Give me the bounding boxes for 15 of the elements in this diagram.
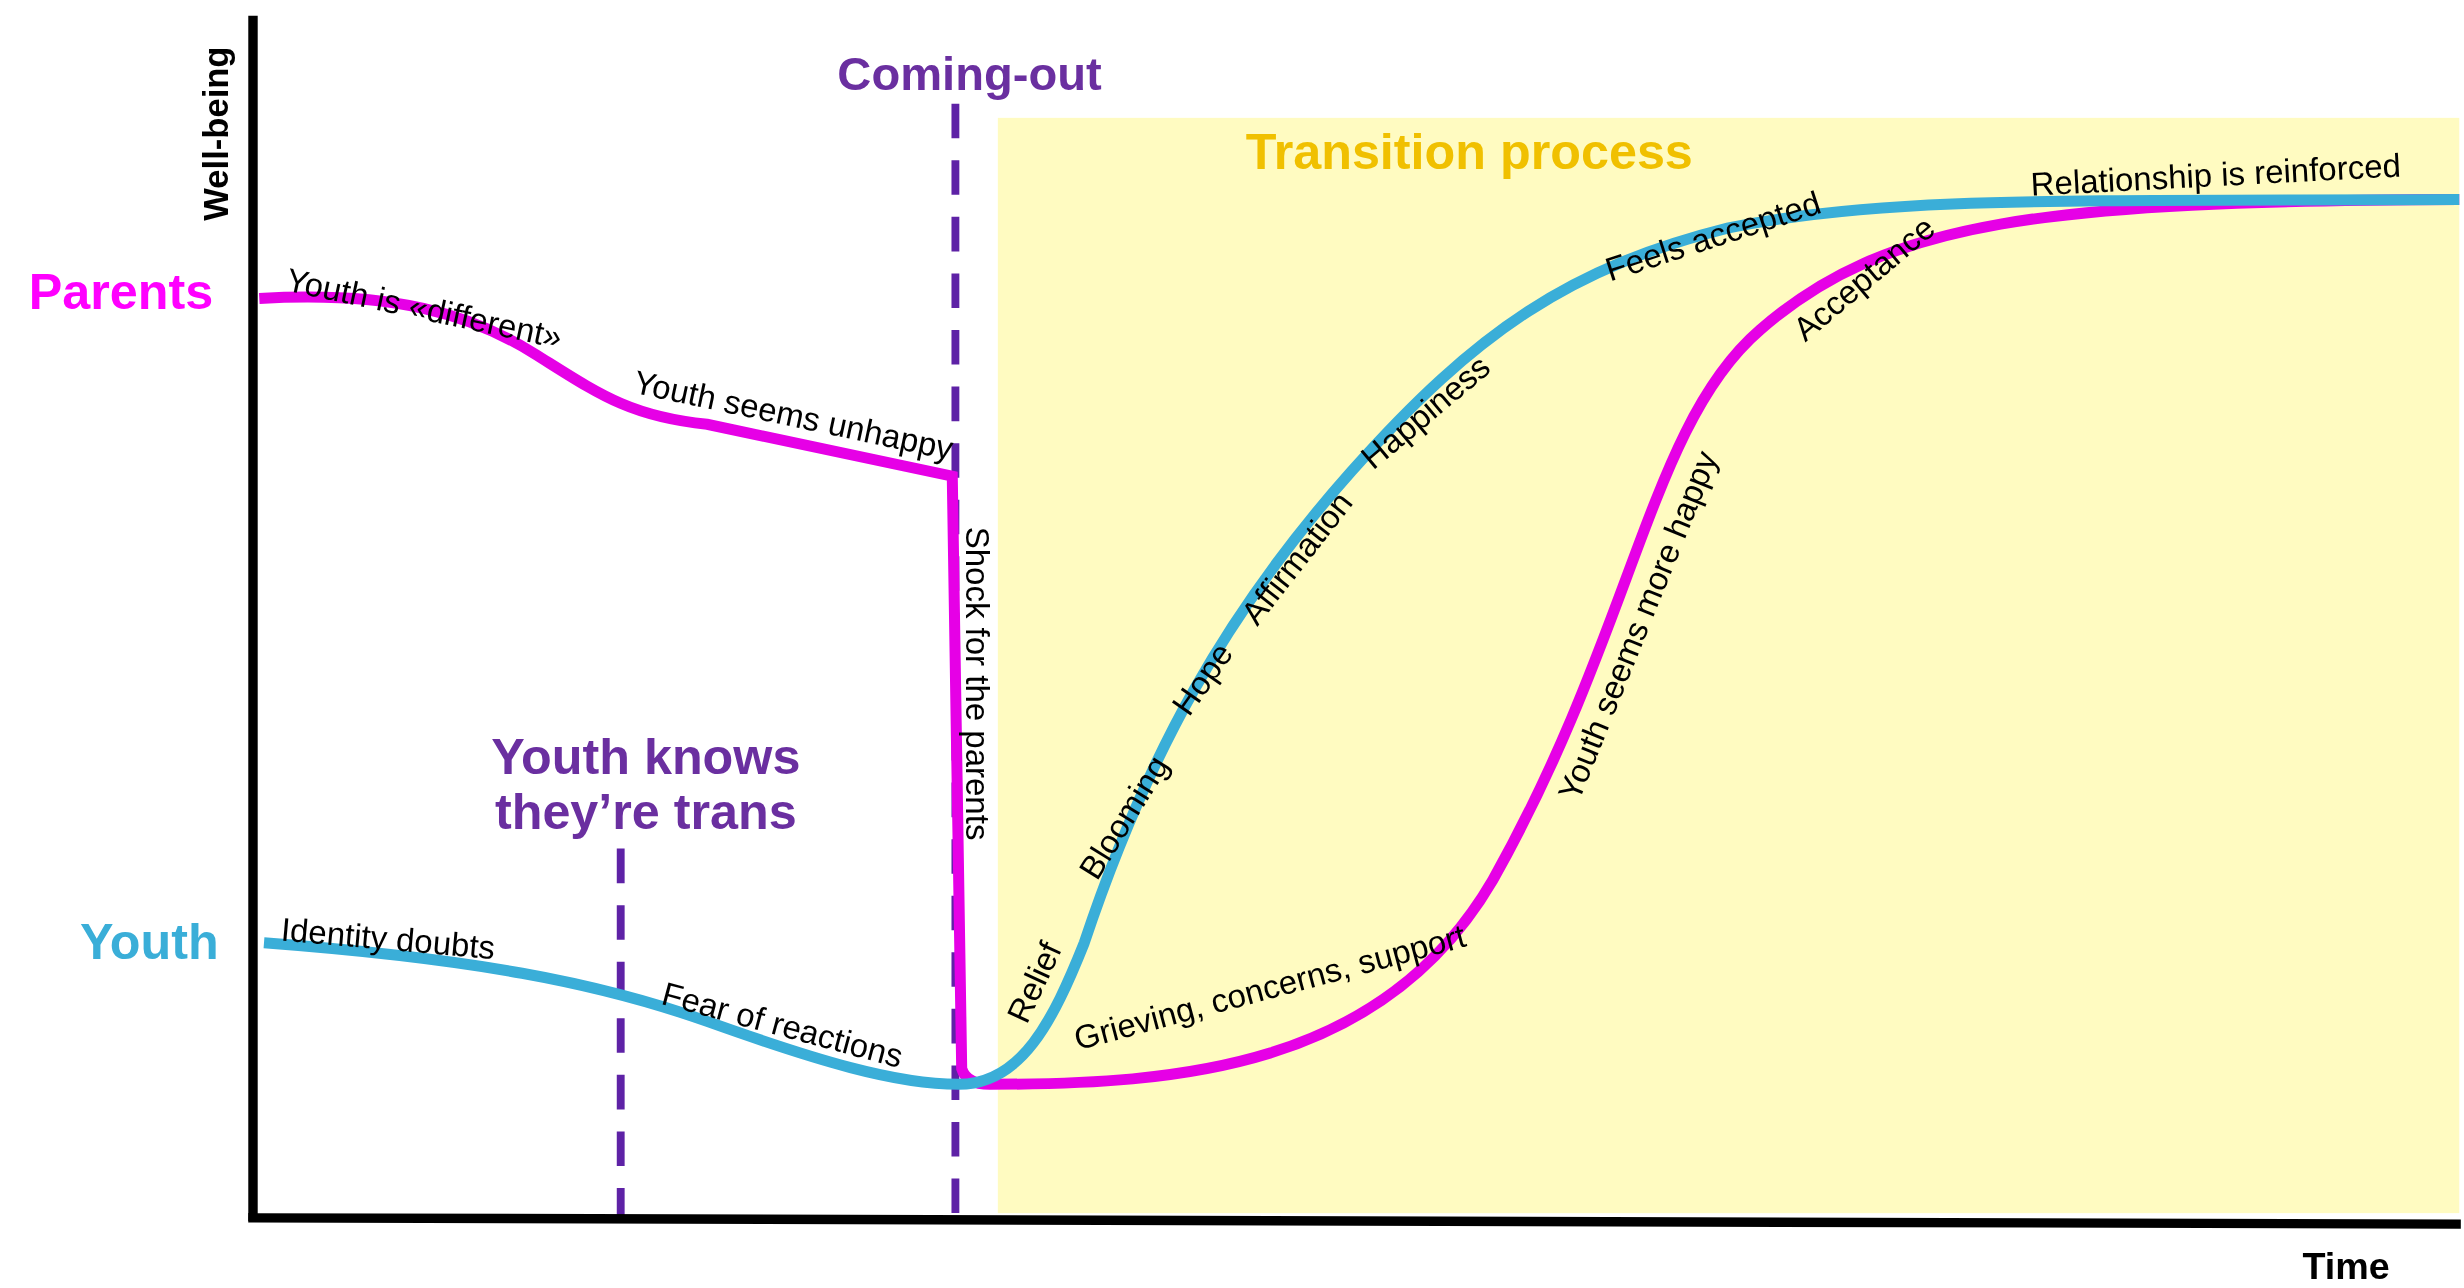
series-label: Youth [79,915,219,971]
axis-label: Well-being [197,46,236,221]
curve-label: Shock for the parents [959,526,996,841]
curve-label: Youth seems unhappy [630,363,957,467]
curve-label: Grieving, concerns, support [1070,917,1470,1057]
phase-label: Youth knows they’re trans [490,730,802,841]
phase-label: Coming-out [837,47,1102,100]
curve-label: Identity doubts [279,910,497,966]
curve-label: Relationship is reinforced [2029,146,2402,203]
axis-label: Time [2302,1245,2390,1288]
series-label: Parents [28,264,214,320]
curve-label: Fear of reactions [658,975,907,1075]
curve-label: Relief [999,936,1069,1029]
phase-label: Transition process [1245,124,1693,181]
curve-label: Youth is «different» [283,261,566,355]
